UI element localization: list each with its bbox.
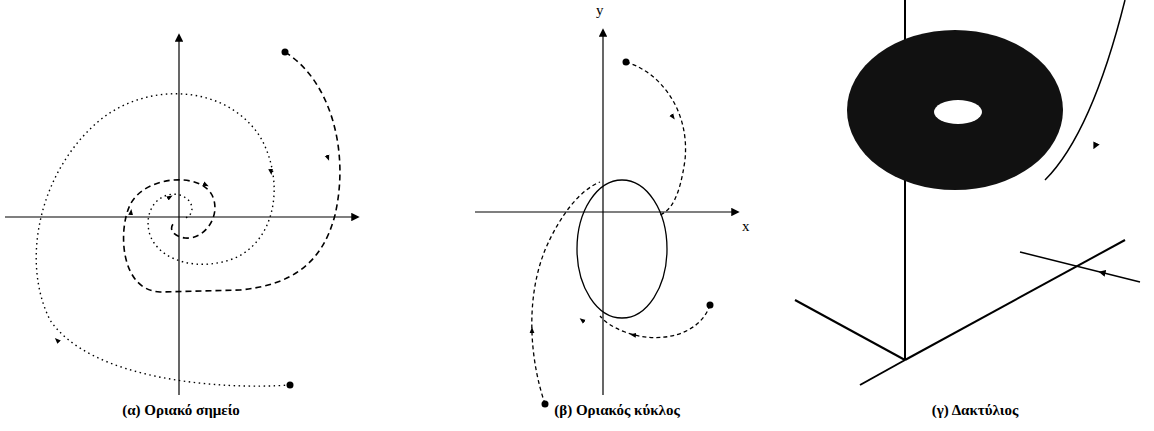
limit-point-panel	[5, 35, 358, 395]
panel-caption: (α) Οριακό σημείο	[122, 402, 240, 419]
panel-caption: (γ) Δακτύλιος	[932, 402, 1019, 419]
axis-label: y	[596, 2, 604, 19]
panel-caption: (β) Οριακός κύκλος	[554, 402, 679, 419]
axis-label: x	[742, 218, 750, 235]
limit-cycle-panel	[475, 30, 738, 408]
torus-panel	[795, 0, 1140, 385]
